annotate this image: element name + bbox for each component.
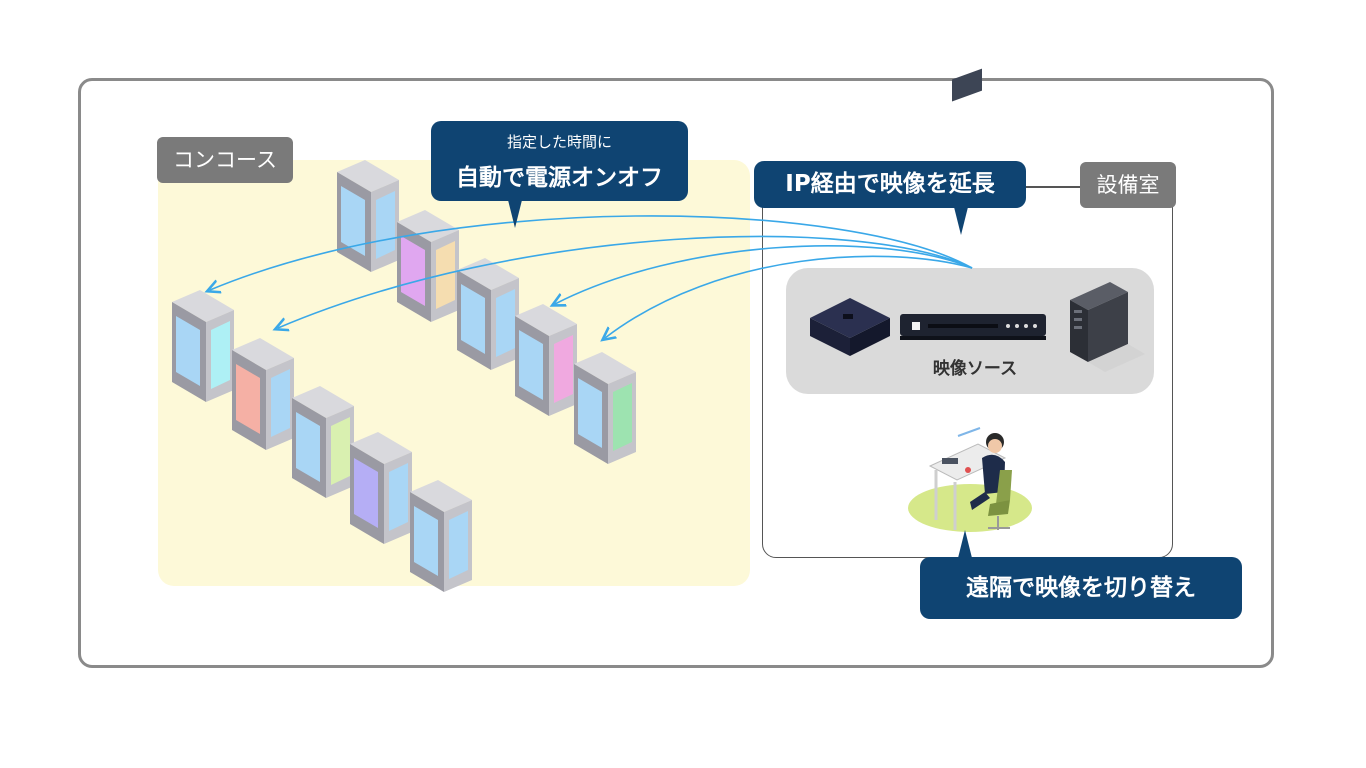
signage-body: [172, 290, 234, 322]
signage-screen-left: [414, 506, 438, 576]
signage-kiosk: [397, 210, 459, 322]
signage-body: [397, 210, 459, 242]
video-sources-label: 映像ソース: [932, 359, 1018, 379]
signage-screen-left: [341, 186, 365, 256]
signage-kiosk: [574, 352, 636, 464]
signage-screen-right: [496, 289, 515, 357]
equipment-room-label: 設備室: [1080, 162, 1176, 208]
arrow-to-signage-3: [555, 245, 973, 304]
digital-signage-group: [172, 160, 636, 592]
auto-power-callout-tail: [508, 200, 522, 228]
signage-screen-left: [296, 412, 320, 482]
signage-screen-left: [354, 458, 378, 528]
signage-body: [457, 258, 519, 290]
signage-screen-left: [401, 236, 425, 306]
signage-screen-right: [271, 369, 290, 437]
signage-screen-left: [236, 364, 260, 434]
signage-kiosk: [172, 290, 234, 402]
signage-screen-right: [376, 191, 395, 259]
arrow-to-signage-1: [210, 215, 973, 290]
ip-extension-callout: IP経由で映像を延長: [754, 161, 1026, 235]
signage-kiosk: [515, 304, 577, 416]
auto-power-callout-title: 自動で電源オンオフ: [456, 165, 663, 191]
ip-extension-callout-tail: [954, 207, 968, 235]
operator-workstation-icon: [908, 68, 1032, 532]
signage-body: [574, 352, 636, 384]
signage-body: [515, 304, 577, 336]
signage-body: [337, 160, 399, 192]
signage-screen-left: [461, 284, 485, 354]
signage-screen-right: [613, 383, 632, 451]
signage-screen-left: [176, 316, 200, 386]
signage-screen-right: [331, 417, 350, 485]
signage-screen-right: [554, 335, 573, 403]
ip-extension-arrows: [210, 215, 973, 338]
signage-kiosk: [410, 480, 472, 592]
signage-kiosk: [337, 160, 399, 272]
signage-screen-right: [449, 511, 468, 579]
signage-screen-left: [519, 330, 543, 400]
signage-screen-left: [578, 378, 602, 448]
signage-kiosk: [292, 386, 354, 498]
video-recorder-icon: [900, 314, 1046, 340]
remote-switch-callout: 遠隔で映像を切り替え: [920, 530, 1242, 619]
remote-switch-callout-text: 遠隔で映像を切り替え: [966, 575, 1196, 601]
arrow-to-signage-4: [605, 255, 973, 338]
concourse-label: コンコース: [157, 137, 293, 183]
media-player-icon: [810, 298, 890, 356]
signage-body: [292, 386, 354, 418]
signage-body: [232, 338, 294, 370]
auto-power-callout-sub: 指定した時間に: [506, 133, 612, 151]
signage-body: [350, 432, 412, 464]
remote-switch-callout-tail: [958, 530, 972, 558]
signage-screen-right: [211, 321, 230, 389]
signage-kiosk: [232, 338, 294, 450]
signage-kiosk: [350, 432, 412, 544]
signage-kiosk: [457, 258, 519, 370]
auto-power-callout: 指定した時間に 自動で電源オンオフ: [431, 121, 688, 228]
pc-tower-icon: [1070, 282, 1145, 372]
ip-extension-callout-text: IP経由で映像を延長: [785, 171, 995, 197]
signage-body: [410, 480, 472, 512]
signage-screen-right: [389, 463, 408, 531]
arrow-to-signage-2: [278, 235, 973, 328]
equipment-room-connector: [1026, 186, 1080, 188]
signage-screen-right: [436, 241, 455, 309]
